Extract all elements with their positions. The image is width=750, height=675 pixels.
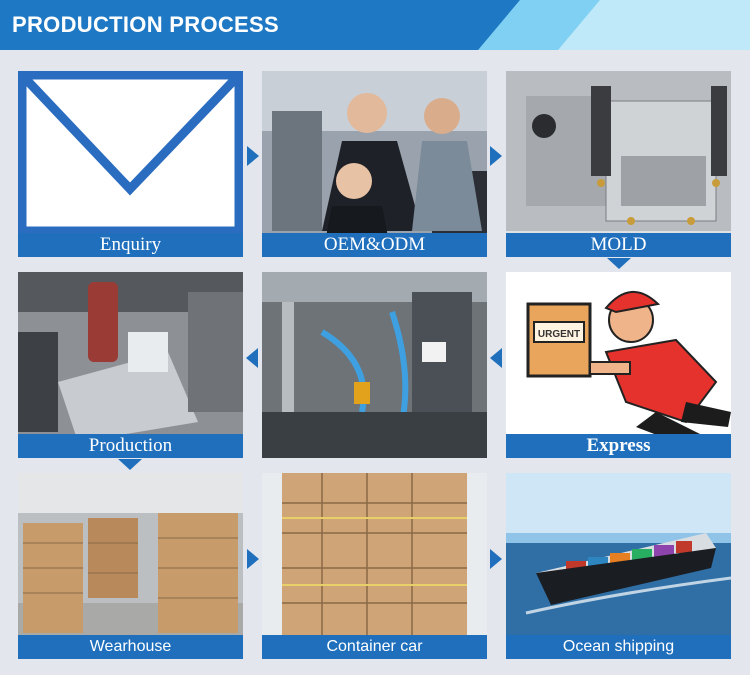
urgent-label: URGENT: [538, 329, 580, 340]
step-label: Express: [506, 434, 731, 458]
machine-photo: [18, 272, 243, 458]
step-label: MOLD: [506, 233, 731, 257]
step-enquiry: Enquiry: [18, 71, 243, 257]
step-label: OEM&ODM: [262, 233, 487, 257]
step-assembly: [262, 272, 487, 458]
flow-arrow-down: [118, 459, 142, 470]
flow-arrow-down: [607, 258, 631, 269]
warehouse-photo: [18, 473, 243, 659]
flow-arrow-right: [490, 549, 502, 569]
page-title: PRODUCTION PROCESS: [12, 12, 279, 37]
envelope-icon: [18, 71, 243, 257]
ship-photo: [506, 473, 731, 659]
team-photo: [262, 71, 487, 257]
flow-arrow-right: [490, 146, 502, 166]
flow-arrow-left: [246, 348, 258, 368]
assembly-photo: [262, 272, 487, 458]
step-label: Container car: [262, 635, 487, 659]
step-label: Ocean shipping: [506, 635, 731, 659]
flow-arrow-right: [247, 549, 259, 569]
courier-illustration: URGENT: [506, 272, 731, 458]
step-ocean-shipping: Ocean shipping: [506, 473, 731, 659]
step-container-car: Container car: [262, 473, 487, 659]
step-mold: MOLD: [506, 71, 731, 257]
step-production: Production: [18, 272, 243, 458]
mold-photo: [506, 71, 731, 257]
page-header: PRODUCTION PROCESS: [0, 0, 750, 50]
step-label: Production: [18, 434, 243, 458]
step-label: Enquiry: [18, 233, 243, 257]
container-photo: [262, 473, 487, 659]
step-express: URGENT Express: [506, 272, 731, 458]
step-warehouse: Wearhouse: [18, 473, 243, 659]
step-label: Wearhouse: [18, 635, 243, 659]
flow-arrow-left: [490, 348, 502, 368]
step-oem-odm: OEM&ODM: [262, 71, 487, 257]
flow-arrow-right: [247, 146, 259, 166]
